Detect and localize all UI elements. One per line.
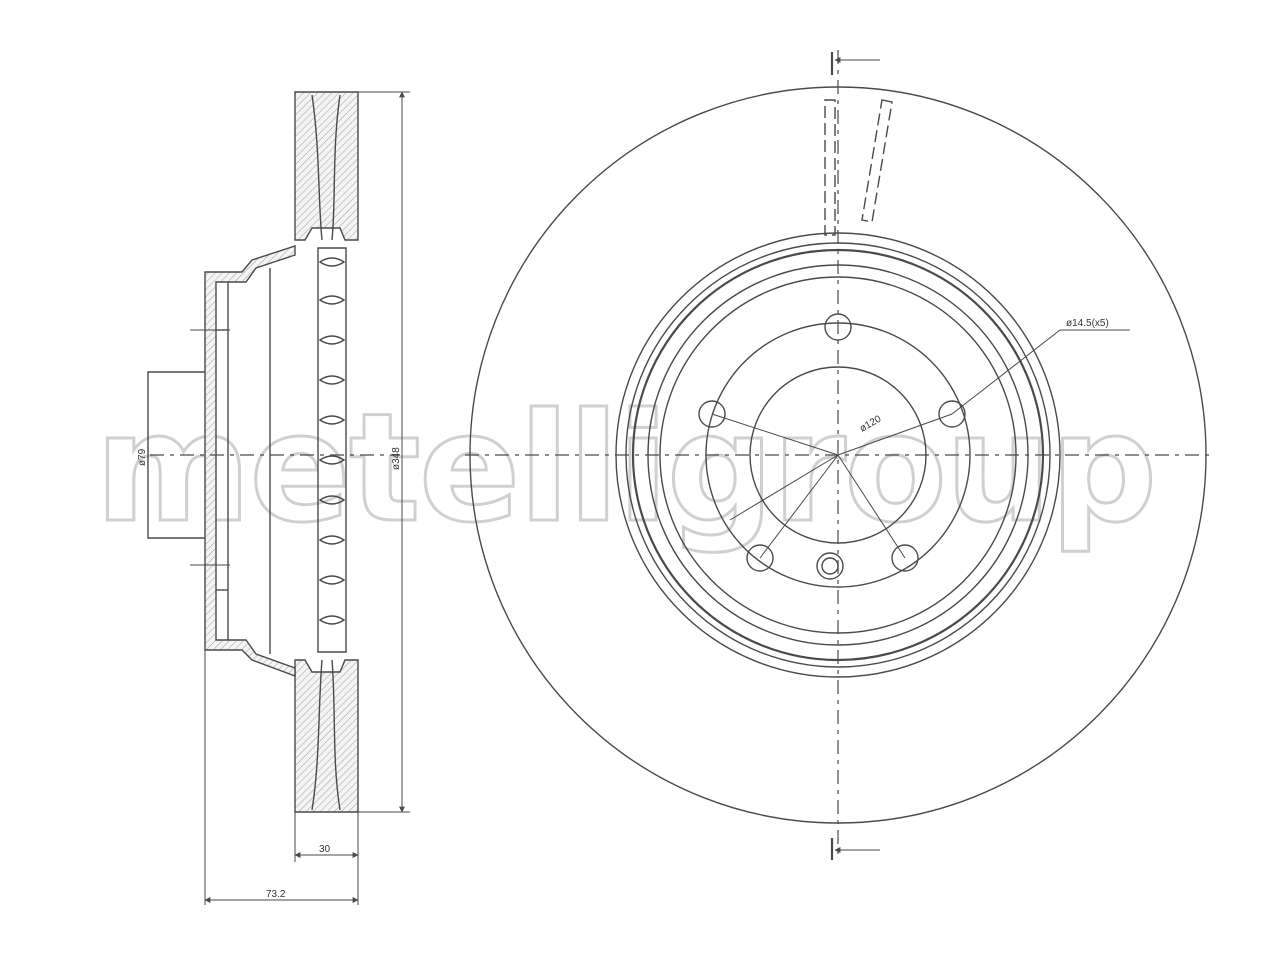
side-section-view: ø348 ø79 30 73.2 xyxy=(137,91,410,905)
watermark: metelligroup xyxy=(95,382,1155,556)
section-marker-top xyxy=(830,52,880,75)
dim-outer-diameter: ø348 xyxy=(391,447,402,470)
bolt-holes xyxy=(698,313,966,580)
dim-overall-height: 73.2 xyxy=(266,889,286,900)
dim-thickness: 30 xyxy=(319,844,331,855)
front-view: ø120 ø14.5(x5) xyxy=(465,50,1215,860)
vent-vanes xyxy=(317,247,347,653)
dim-center-bore: ø79 xyxy=(137,448,148,466)
cross-drilled-holes xyxy=(824,99,893,236)
section-marker-bottom xyxy=(830,838,880,860)
dim-bolt-holes: ø14.5(x5) xyxy=(1066,318,1109,329)
